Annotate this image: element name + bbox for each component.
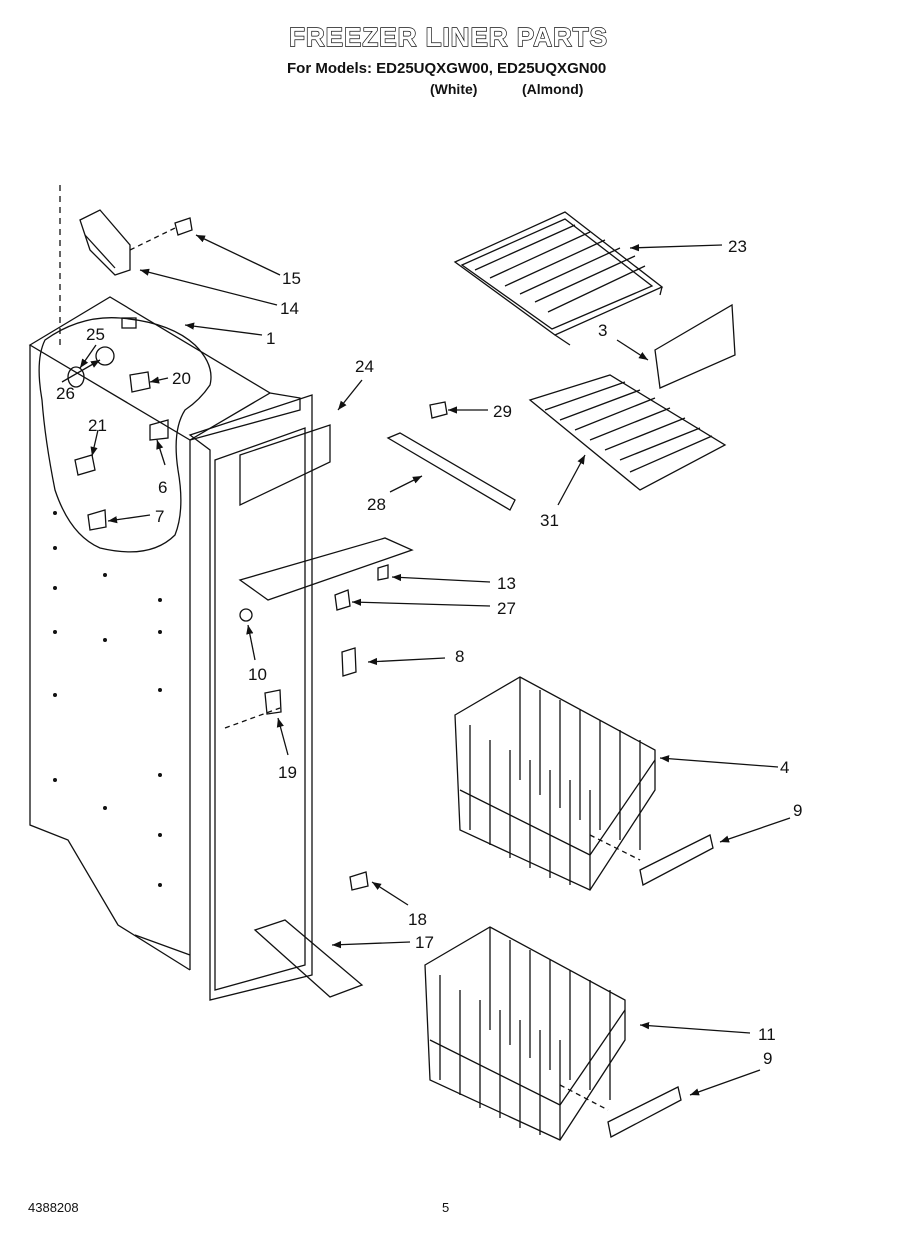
callout-4: 4 [780,758,789,777]
callout-31: 31 [540,511,559,530]
callout-21: 21 [88,416,107,435]
bottom-trim [253,919,364,998]
callout-9-upper: 9 [793,801,802,820]
page-number: 5 [442,1200,450,1215]
callout-26: 26 [56,384,75,403]
page-title: FREEZER LINER PARTS [288,21,608,52]
liner-clip [264,689,282,715]
basket-handle-lower [607,1086,682,1138]
glass-shelf [453,211,664,346]
callout-1: 1 [266,329,275,348]
light-bulb [67,366,85,388]
callout-25: 25 [86,325,105,344]
basket-handle-upper [639,834,714,886]
liner-screw [239,608,253,622]
control-cover [238,537,414,601]
callout-8: 8 [455,647,464,666]
shelf-rail [386,432,516,511]
callout-20: 20 [172,369,191,388]
callout-19: 19 [278,763,297,782]
variant-white: (White) [430,81,478,97]
rail-screw [429,401,448,419]
shelf-glass-panel [654,303,736,389]
light-socket [95,346,115,366]
callout-13: 13 [497,574,516,593]
callout-15: 15 [282,269,301,288]
callout-24: 24 [355,357,374,376]
callout-6: 6 [158,478,167,497]
cold-control [74,454,96,476]
shelf-support [341,647,357,677]
liner-handle-bracket [79,209,131,276]
model-numbers: For Models: ED25UQXGW00, ED25UQXGN00 [287,60,607,77]
callout-10: 10 [248,665,267,684]
lower-basket [424,926,626,1141]
callout-18: 18 [408,910,427,929]
callout-23: 23 [728,237,747,256]
document-number: 4388208 [28,1200,79,1215]
damper-control [149,419,169,441]
trim-screw [349,871,369,891]
freezer-liner [28,185,313,1001]
liner-label [121,317,137,329]
variant-almond: (Almond) [522,81,584,97]
callout-17: 17 [415,933,434,952]
control-area-callout [38,317,212,553]
callout-7: 7 [155,507,164,526]
callout-9-lower: 9 [763,1049,772,1068]
liner-strip [239,424,331,507]
cover-clip [377,564,389,581]
upper-basket [454,676,656,891]
thermostat-knob [129,371,151,393]
bracket-screw [129,217,193,251]
mounting-holes [53,511,162,887]
callout-3: 3 [598,321,607,340]
callout-29: 29 [493,402,512,421]
callout-14: 14 [280,299,299,318]
callout-27: 27 [497,599,516,618]
cover-screw [334,589,351,611]
callout-leaders [61,234,791,1096]
callout-28: 28 [367,495,386,514]
wire-shelf [528,374,727,491]
callout-11: 11 [758,1025,776,1044]
light-switch [87,509,107,531]
